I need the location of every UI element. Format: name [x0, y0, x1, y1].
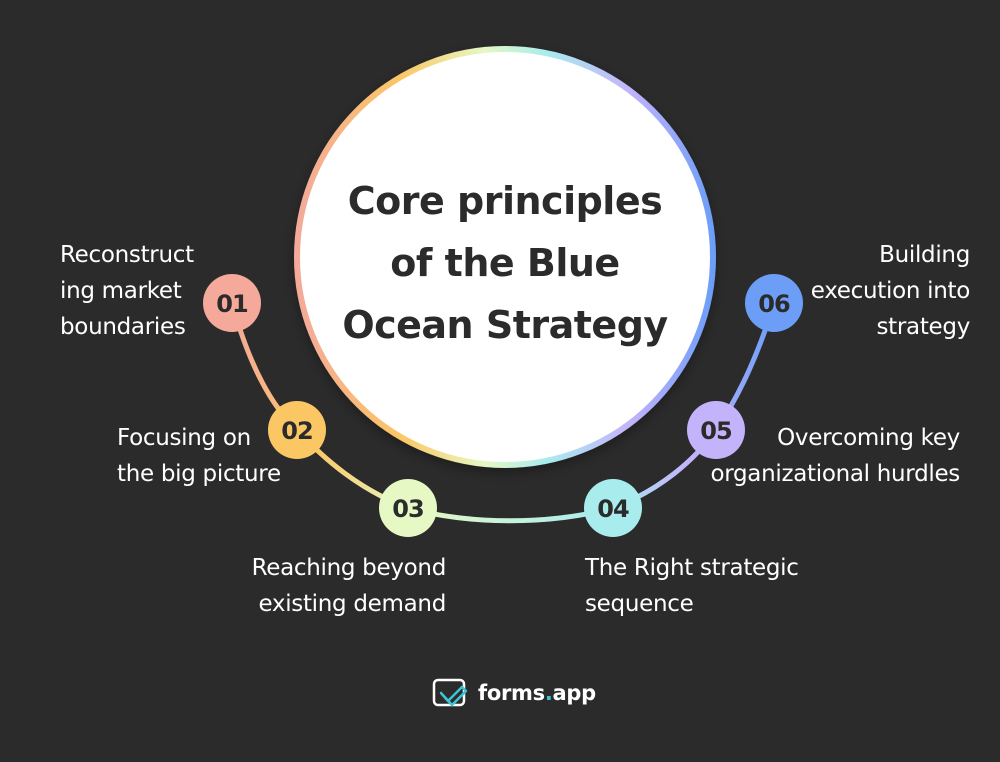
- step-badge-06: 06: [745, 274, 803, 332]
- title-line: of the Blue: [390, 241, 620, 285]
- label-line: ing market: [60, 278, 182, 304]
- forms-app-check-icon: [432, 678, 468, 707]
- principle-label-04: The Right strategic sequence: [585, 550, 799, 622]
- principle-label-02: Focusing on the big picture: [117, 420, 281, 492]
- label-line: strategy: [876, 314, 970, 340]
- principle-label-06: Building execution into strategy: [790, 237, 971, 345]
- label-line: existing demand: [258, 591, 446, 617]
- label-line: boundaries: [60, 314, 186, 340]
- label-line: Reconstruct: [60, 242, 194, 268]
- step-number: 01: [216, 290, 248, 318]
- center-circle: [294, 46, 716, 468]
- step-number: 02: [281, 417, 312, 445]
- step-number: 03: [392, 495, 423, 523]
- principle-label-03: Reaching beyond existing demand: [200, 550, 447, 622]
- step-badge-03: 03: [379, 479, 437, 537]
- label-line: Focusing on: [117, 425, 251, 451]
- step-number: 05: [700, 417, 732, 445]
- step-badge-04: 04: [584, 479, 642, 537]
- label-line: the big picture: [117, 461, 281, 487]
- principle-label-05: Overcoming key organizational hurdles: [680, 420, 960, 492]
- label-line: sequence: [585, 591, 694, 617]
- label-line: organizational hurdles: [710, 461, 960, 487]
- logo-wordmark: forms.app: [478, 681, 596, 705]
- step-number: 04: [597, 495, 629, 523]
- step-badge-01: 01: [203, 274, 261, 332]
- title-line: Ocean Strategy: [342, 303, 668, 347]
- diagram-title: Core principles of the Blue Ocean Strate…: [305, 170, 705, 356]
- step-badge-05: 05: [687, 401, 745, 459]
- label-line: Overcoming key: [777, 425, 960, 451]
- forms-app-logo: forms.app: [432, 677, 596, 709]
- step-badge-02: 02: [268, 401, 326, 459]
- label-line: execution into: [810, 278, 971, 304]
- principle-label-01: Reconstruct ing market boundaries: [60, 237, 194, 345]
- label-line: Building: [879, 242, 970, 268]
- label-line: Reaching beyond: [251, 555, 447, 581]
- step-number: 06: [758, 290, 790, 318]
- label-line: The Right strategic: [585, 555, 799, 581]
- title-line: Core principles: [347, 179, 663, 223]
